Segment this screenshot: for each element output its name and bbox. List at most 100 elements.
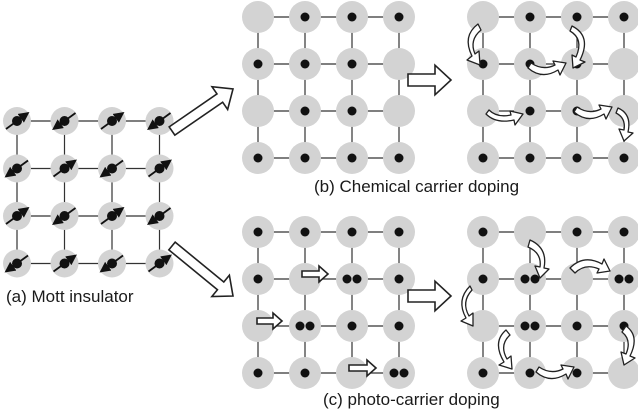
electron-dot (295, 321, 305, 331)
electron-dot (572, 227, 582, 237)
electron-dot (347, 12, 357, 22)
electron-dot (389, 368, 399, 378)
electron-dot (300, 106, 310, 116)
electron-dot (572, 368, 582, 378)
lattice-site (467, 95, 499, 127)
lattice-site (242, 95, 274, 127)
electron-dot (478, 59, 488, 69)
photo-excitation-arrow-shape (256, 311, 284, 331)
electron-dot (253, 153, 263, 163)
lattice-site (383, 95, 415, 127)
chemical-process-arrow-shape (407, 63, 453, 97)
hop-arrow (460, 285, 474, 327)
lattice-site (336, 357, 368, 389)
electron-dot (300, 227, 310, 237)
photo-doping-lattice-before (242, 216, 415, 389)
hop-arrow (573, 104, 613, 120)
electron-dot (394, 153, 404, 163)
spin-down-arrow (99, 159, 124, 178)
chemical-doping-caption: (b) Chemical carrier doping (314, 177, 520, 196)
electron-dot (478, 368, 488, 378)
photo-excitation-arrow-shape (348, 358, 378, 378)
electron-dot (520, 321, 530, 331)
hop-arrow (569, 258, 611, 274)
hop-arrow (620, 325, 636, 366)
photo-excitation-arrow (301, 264, 330, 284)
lattice-site (289, 310, 321, 342)
lattice-site (383, 48, 415, 80)
spin-up-arrow (5, 206, 30, 225)
electron-dot (347, 59, 357, 69)
photo-process-arrow (407, 279, 453, 313)
lattice-site (242, 1, 274, 33)
electron-dot (394, 321, 404, 331)
hop-arrow (485, 109, 524, 126)
spin-up-arrow (100, 111, 125, 130)
electron-dot (572, 321, 582, 331)
spin-down-arrow (99, 254, 124, 273)
lattice-site (514, 310, 546, 342)
electron-dot (300, 12, 310, 22)
electron-dot (347, 106, 357, 116)
spin-down-arrow (4, 159, 29, 178)
spin-down-arrow (4, 254, 29, 273)
mott-insulator-caption: (a) Mott insulator (6, 287, 134, 306)
chemical-doping-lattice-before (242, 1, 415, 174)
spin-down-arrow (147, 207, 172, 226)
electron-dot (572, 12, 582, 22)
arrow-to-chemical-doping (168, 85, 235, 137)
lattice-site (242, 310, 274, 342)
hop-arrow (615, 107, 634, 142)
spin-up-arrow (147, 254, 172, 273)
lattice-site (514, 216, 546, 248)
lattice-site (336, 263, 368, 295)
hopping-arrows (460, 23, 636, 380)
electron-dot (300, 59, 310, 69)
electron-dot (394, 227, 404, 237)
electron-dot (253, 368, 263, 378)
arrow-to-photo-doping (167, 241, 234, 298)
photo-excitation-arrow (256, 311, 284, 331)
photo-excitation-arrow-shape (301, 264, 330, 284)
photo-process-arrow-shape (407, 279, 453, 313)
electron-dot (478, 274, 488, 284)
process-arrows (167, 63, 453, 378)
electron-dot (305, 321, 315, 331)
lattice-site (608, 48, 638, 80)
chemical-doping-lattice-after (467, 1, 638, 174)
lattice-site (608, 357, 638, 389)
electron-dot (347, 153, 357, 163)
electron-dot (253, 59, 263, 69)
electron-dot (619, 153, 629, 163)
spin-down-arrow (147, 112, 172, 131)
lattice-site (289, 263, 321, 295)
lattice-site (467, 1, 499, 33)
lattice-site (561, 263, 593, 295)
electron-dot (300, 368, 310, 378)
hop-arrow (527, 239, 550, 279)
electron-dot (530, 321, 540, 331)
spin-up-arrow (100, 206, 125, 225)
hop-arrow (466, 23, 482, 66)
spin-up-arrow (5, 111, 30, 130)
electron-dot (347, 321, 357, 331)
photo-doping-caption: (c) photo-carrier doping (323, 390, 500, 409)
hop-arrow (535, 364, 575, 380)
electron-dot (394, 12, 404, 22)
electron-dot (525, 12, 535, 22)
electron-dot (394, 274, 404, 284)
hop-arrow (569, 25, 586, 69)
electron-dot (525, 368, 535, 378)
electron-dot (347, 227, 357, 237)
lattice-site (383, 357, 415, 389)
electron-dot (253, 274, 263, 284)
hop-arrow (527, 60, 567, 76)
chemical-process-arrow (407, 63, 453, 97)
arrow-to-photo-doping-shape (167, 241, 234, 298)
electron-dot (300, 153, 310, 163)
photo-doping-lattice-after (467, 216, 638, 389)
spin-up-arrow (52, 159, 77, 178)
electron-dot (525, 153, 535, 163)
hop-arrow (497, 329, 513, 370)
